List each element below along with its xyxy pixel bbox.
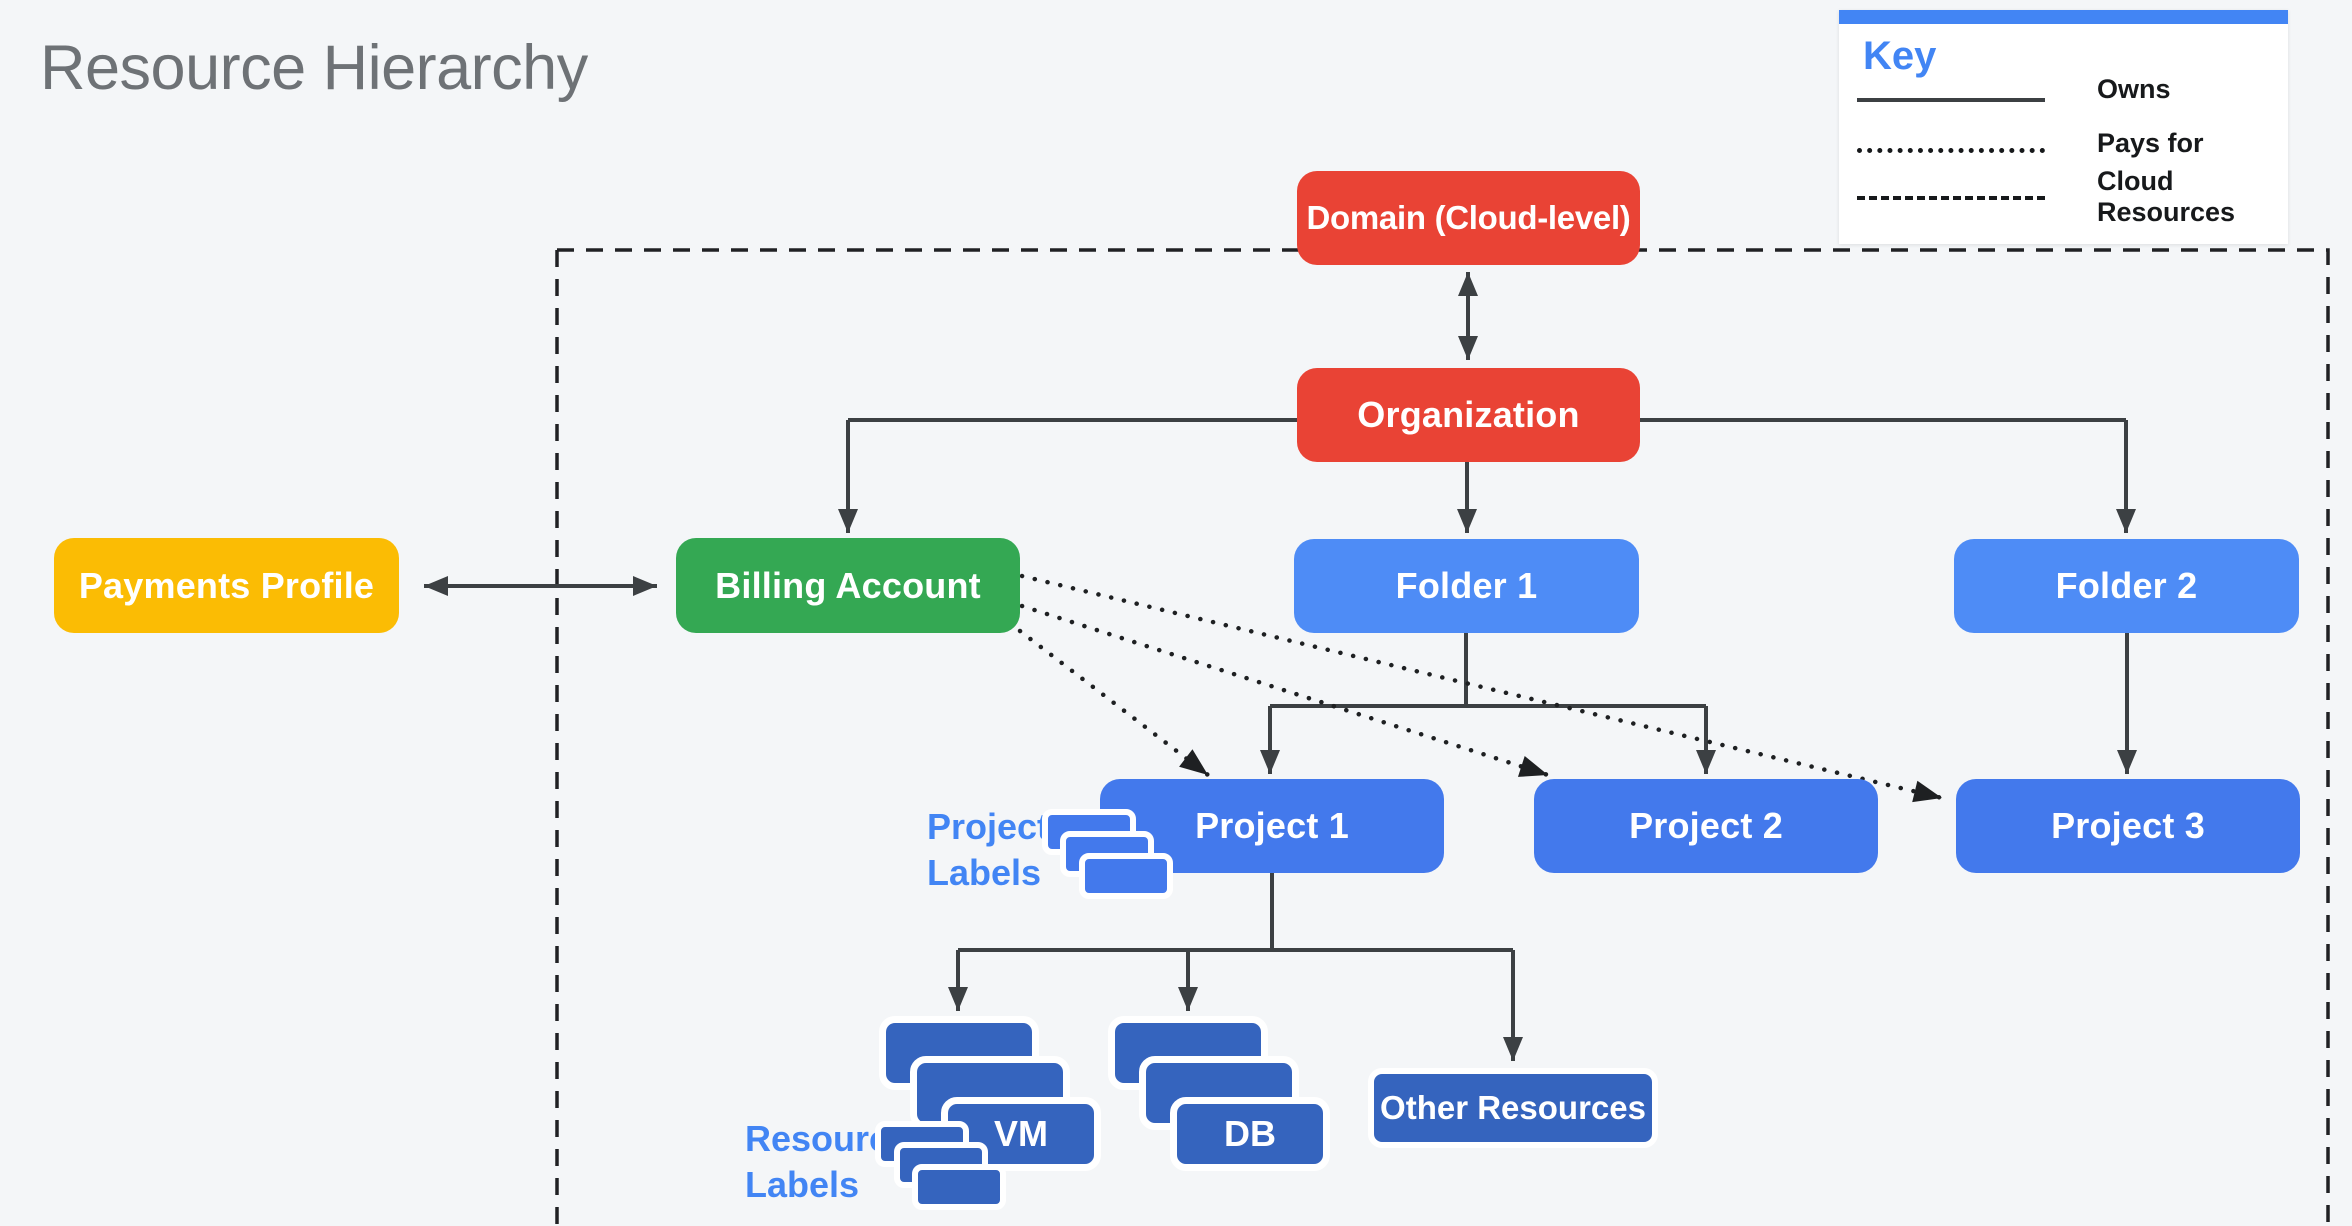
- node-other-resources: Other Resources: [1368, 1068, 1658, 1148]
- owns-connectors: [424, 272, 2137, 1061]
- cloud-resources-boundary: [555, 248, 2330, 1226]
- node-billing-account: Billing Account: [676, 538, 1020, 633]
- label-chip: [1079, 853, 1173, 899]
- node-payments-profile: Payments Profile: [54, 538, 399, 633]
- solid-line-swatch: [1857, 98, 2045, 102]
- node-project-3: Project 3: [1956, 779, 2300, 873]
- legend-panel: Key Owns Pays for Cloud Resources: [1839, 10, 2288, 244]
- legend-header-bar: [1839, 10, 2288, 24]
- node-domain: Domain (Cloud-level): [1297, 171, 1640, 265]
- node-db: DB: [1170, 1097, 1330, 1171]
- label-chip: [912, 1164, 1006, 1210]
- page-title: Resource Hierarchy: [40, 33, 588, 103]
- project-labels-text: Project Labels: [927, 806, 1050, 893]
- node-project-2: Project 2: [1534, 779, 1878, 873]
- node-folder-1: Folder 1: [1294, 539, 1639, 633]
- dashed-line-swatch: [1857, 196, 2045, 200]
- legend-label-cloud-resources: Cloud Resources: [2097, 166, 2236, 227]
- node-project-1: Project 1: [1100, 779, 1444, 873]
- legend-label-owns: Owns: [2097, 74, 2171, 104]
- node-folder-2: Folder 2: [1954, 539, 2299, 633]
- legend-label-pays-for: Pays for: [2097, 128, 2204, 158]
- legend-title: Key: [1863, 34, 1937, 78]
- dotted-line-swatch: [1857, 148, 2045, 153]
- pays-for-connectors: [1017, 573, 1945, 803]
- node-organization: Organization: [1297, 368, 1640, 462]
